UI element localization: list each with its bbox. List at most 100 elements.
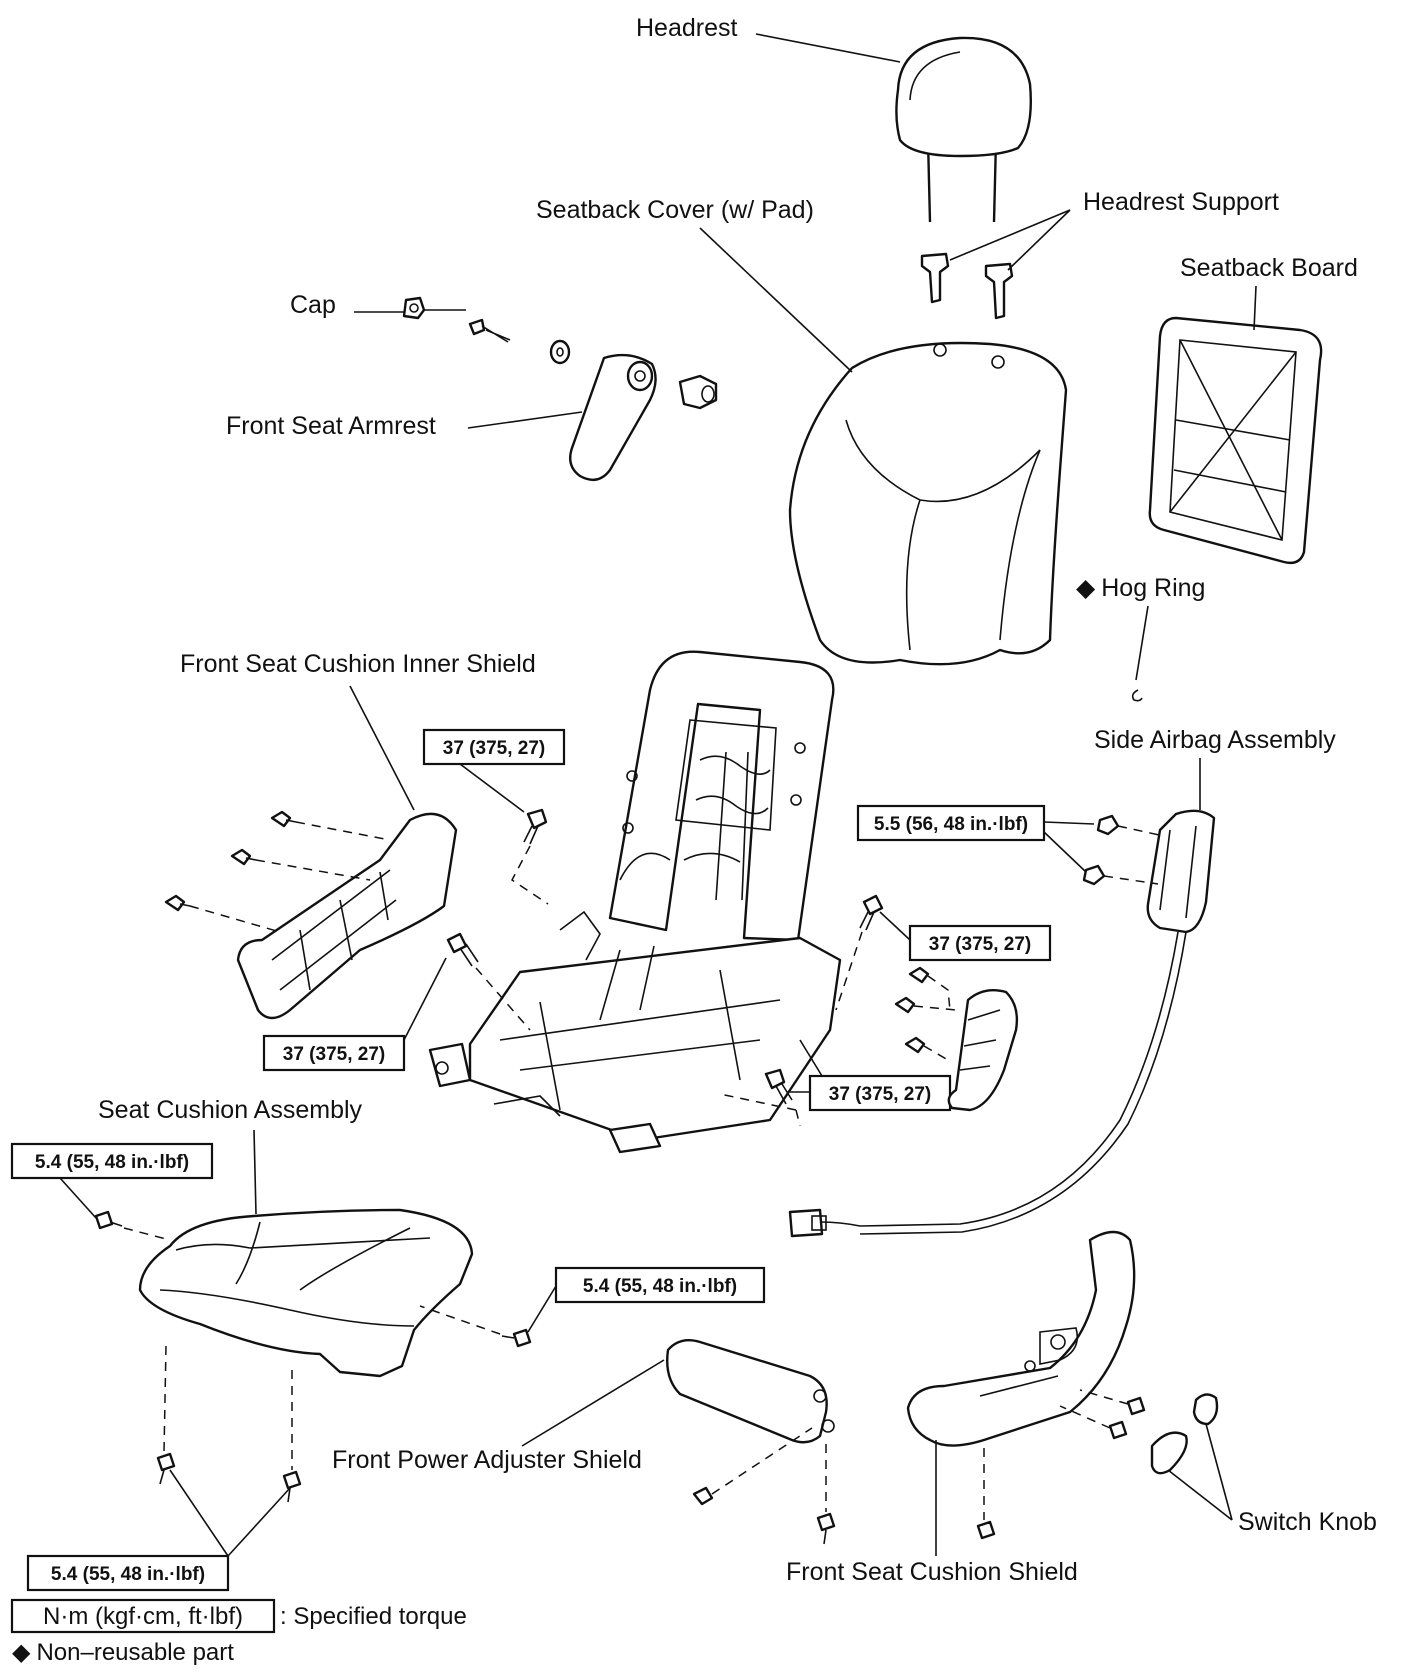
side-shield-dash (913, 975, 957, 1061)
seat-cushion-assembly-label: Seat Cushion Assembly (98, 1096, 363, 1124)
side-shield-small-part (947, 989, 1019, 1112)
legend: N·m (kgf·cm, ft·lbf) : Specified torque … (10, 1598, 467, 1666)
cushion-bolt-left (94, 1210, 123, 1230)
side-airbag-assembly-label: Side Airbag Assembly (1094, 726, 1336, 754)
headrest-support-part (920, 252, 1014, 320)
switch-knob-leader (1167, 1423, 1233, 1521)
inner-shield-dash-2 (255, 859, 371, 881)
adjuster-screw-2 (816, 1512, 836, 1545)
torque-frame-right-upper-bolt: 37 (375, 27) (908, 924, 1052, 962)
cushion-shield-screw-1 (1126, 1396, 1146, 1416)
svg-text:5.4 (55, 48 in.·lbf): 5.4 (55, 48 in.·lbf) (583, 1276, 737, 1297)
svg-text:5.4 (55, 48 in.·lbf): 5.4 (55, 48 in.·lbf) (35, 1152, 189, 1173)
svg-text:5.4 (55, 48 in.·lbf): 5.4 (55, 48 in.·lbf) (51, 1564, 205, 1585)
torque-inner-shield-bolt: 37 (375, 27) (422, 728, 566, 766)
switch-knob-part (1150, 1393, 1219, 1475)
headrest-support-leader-a (949, 209, 1071, 261)
torque-cushion-right-leader (527, 1285, 557, 1333)
frame-bolt-right-lower-dash (719, 1093, 801, 1127)
side-shield-screw-3 (904, 1036, 926, 1054)
front-seat-armrest-label: Front Seat Armrest (226, 412, 436, 440)
inner-shield-leader (349, 685, 415, 811)
hog-ring-leader (1135, 605, 1149, 681)
seatback-cover-part (788, 341, 1068, 666)
adjuster-screw-1 (692, 1486, 714, 1506)
torque-cushion-left-bolt: 5.4 (55, 48 in.·lbf) (10, 1142, 214, 1180)
seatback-cover-label: Seatback Cover (w/ Pad) (536, 196, 814, 224)
non-reusable-icon: ◆ (12, 1639, 31, 1666)
side-shield-screw-2 (894, 996, 916, 1014)
legend-torque-unit: N·m (kgf·cm, ft·lbf) (43, 1603, 243, 1630)
seat-cushion-leader (253, 1129, 257, 1215)
inner-shield-screw-2 (230, 848, 257, 866)
cushion-bolt-right (501, 1328, 532, 1348)
torque-cushion-bottom-leader (169, 1469, 291, 1557)
front-seat-armrest-part (569, 353, 657, 482)
frame-bolt-right-upper-dash (835, 931, 863, 1011)
cushion-shield-screw-2 (1108, 1420, 1128, 1440)
svg-text:37 (375, 27): 37 (375, 27) (829, 1084, 931, 1105)
armrest-washer (549, 339, 571, 365)
torque-cushion-left-leader (59, 1177, 97, 1219)
torque-frame-left-leader (403, 957, 447, 1041)
legend-non-reusable: ◆Non–reusable part (12, 1639, 234, 1666)
inner-shield-screw-1 (270, 810, 297, 828)
cushion-bolt-bottom-left (156, 1452, 176, 1485)
seatback-cover-leader (699, 227, 853, 373)
seatback-board-part (1148, 316, 1323, 565)
cushion-bolt-left-dash (123, 1227, 171, 1241)
frame-bolt-right-lower (764, 1068, 793, 1105)
seatback-board-leader (1253, 285, 1257, 331)
svg-text:37 (375, 27): 37 (375, 27) (929, 934, 1031, 955)
armrest-bolt (468, 318, 511, 343)
cap-part (402, 296, 426, 320)
seatback-board-label: Seatback Board (1180, 254, 1358, 282)
airbag-nut-dash (1103, 825, 1165, 885)
airbag-nut-1 (1096, 814, 1120, 836)
non-reusable-mark: ◆ (1076, 574, 1096, 602)
headrest-support-label: Headrest Support (1083, 188, 1279, 216)
headrest-leader (755, 33, 901, 63)
cushion-bottom-dash (163, 1345, 293, 1470)
frame-bolt-upper-left-dash (511, 845, 549, 905)
front-seat-cushion-shield-label: Front Seat Cushion Shield (786, 1558, 1078, 1586)
seat-cushion-assembly-part (138, 1208, 474, 1378)
inner-shield-screw-3 (164, 894, 191, 912)
torque-frame-right-lower-bolt: 37 (375, 27) (808, 1074, 952, 1112)
front-seat-armrest-leader (467, 411, 583, 429)
headrest-part (895, 36, 1032, 223)
frame-bolt-right-upper (859, 894, 884, 931)
armrest-bushing (678, 374, 718, 410)
cushion-bolt-right-dash (419, 1305, 501, 1335)
front-seat-cushion-inner-shield-label: Front Seat Cushion Inner Shield (180, 650, 536, 678)
cushion-shield-screw-3 (976, 1520, 996, 1540)
svg-text:5.5 (56, 48 in.·lbf): 5.5 (56, 48 in.·lbf) (874, 814, 1028, 835)
front-power-adjuster-leader (521, 1359, 665, 1447)
adjuster-dash (711, 1427, 827, 1512)
cap-label: Cap (290, 291, 336, 319)
airbag-nut-2 (1082, 864, 1106, 886)
front-seat-cushion-inner-shield-part (236, 812, 458, 1020)
torque-inner-shield-leader (459, 763, 525, 813)
hog-ring-label: ◆Hog Ring (1076, 574, 1205, 602)
torque-airbag-nut: 5.5 (56, 48 in.·lbf) (856, 804, 1046, 842)
inner-shield-dash-1 (295, 821, 391, 841)
torque-frame-left-bolt: 37 (375, 27) (262, 1034, 406, 1072)
front-seat-cushion-shield-part (906, 1230, 1136, 1447)
cushion-shield-dash (983, 1389, 1129, 1520)
frame-bolt-upper-left (523, 808, 548, 845)
legend-torque-desc: : Specified torque (280, 1603, 467, 1630)
torque-frame-right-upper-leader (879, 911, 911, 941)
side-airbag-assembly-part (788, 809, 1216, 1238)
frame-bolt-left (446, 932, 479, 967)
front-power-adjuster-shield-part (666, 1339, 835, 1444)
svg-text:37 (375, 27): 37 (375, 27) (283, 1044, 385, 1065)
inner-shield-dash-3 (189, 905, 281, 933)
seat-frame-part (428, 650, 842, 1154)
torque-airbag-leader (1043, 821, 1095, 873)
torque-cushion-right-bolt: 5.4 (55, 48 in.·lbf) (554, 1266, 766, 1304)
hog-ring-part (1131, 689, 1143, 702)
front-power-adjuster-shield-label: Front Power Adjuster Shield (332, 1446, 642, 1474)
headrest-support-leader-b (1007, 209, 1071, 271)
